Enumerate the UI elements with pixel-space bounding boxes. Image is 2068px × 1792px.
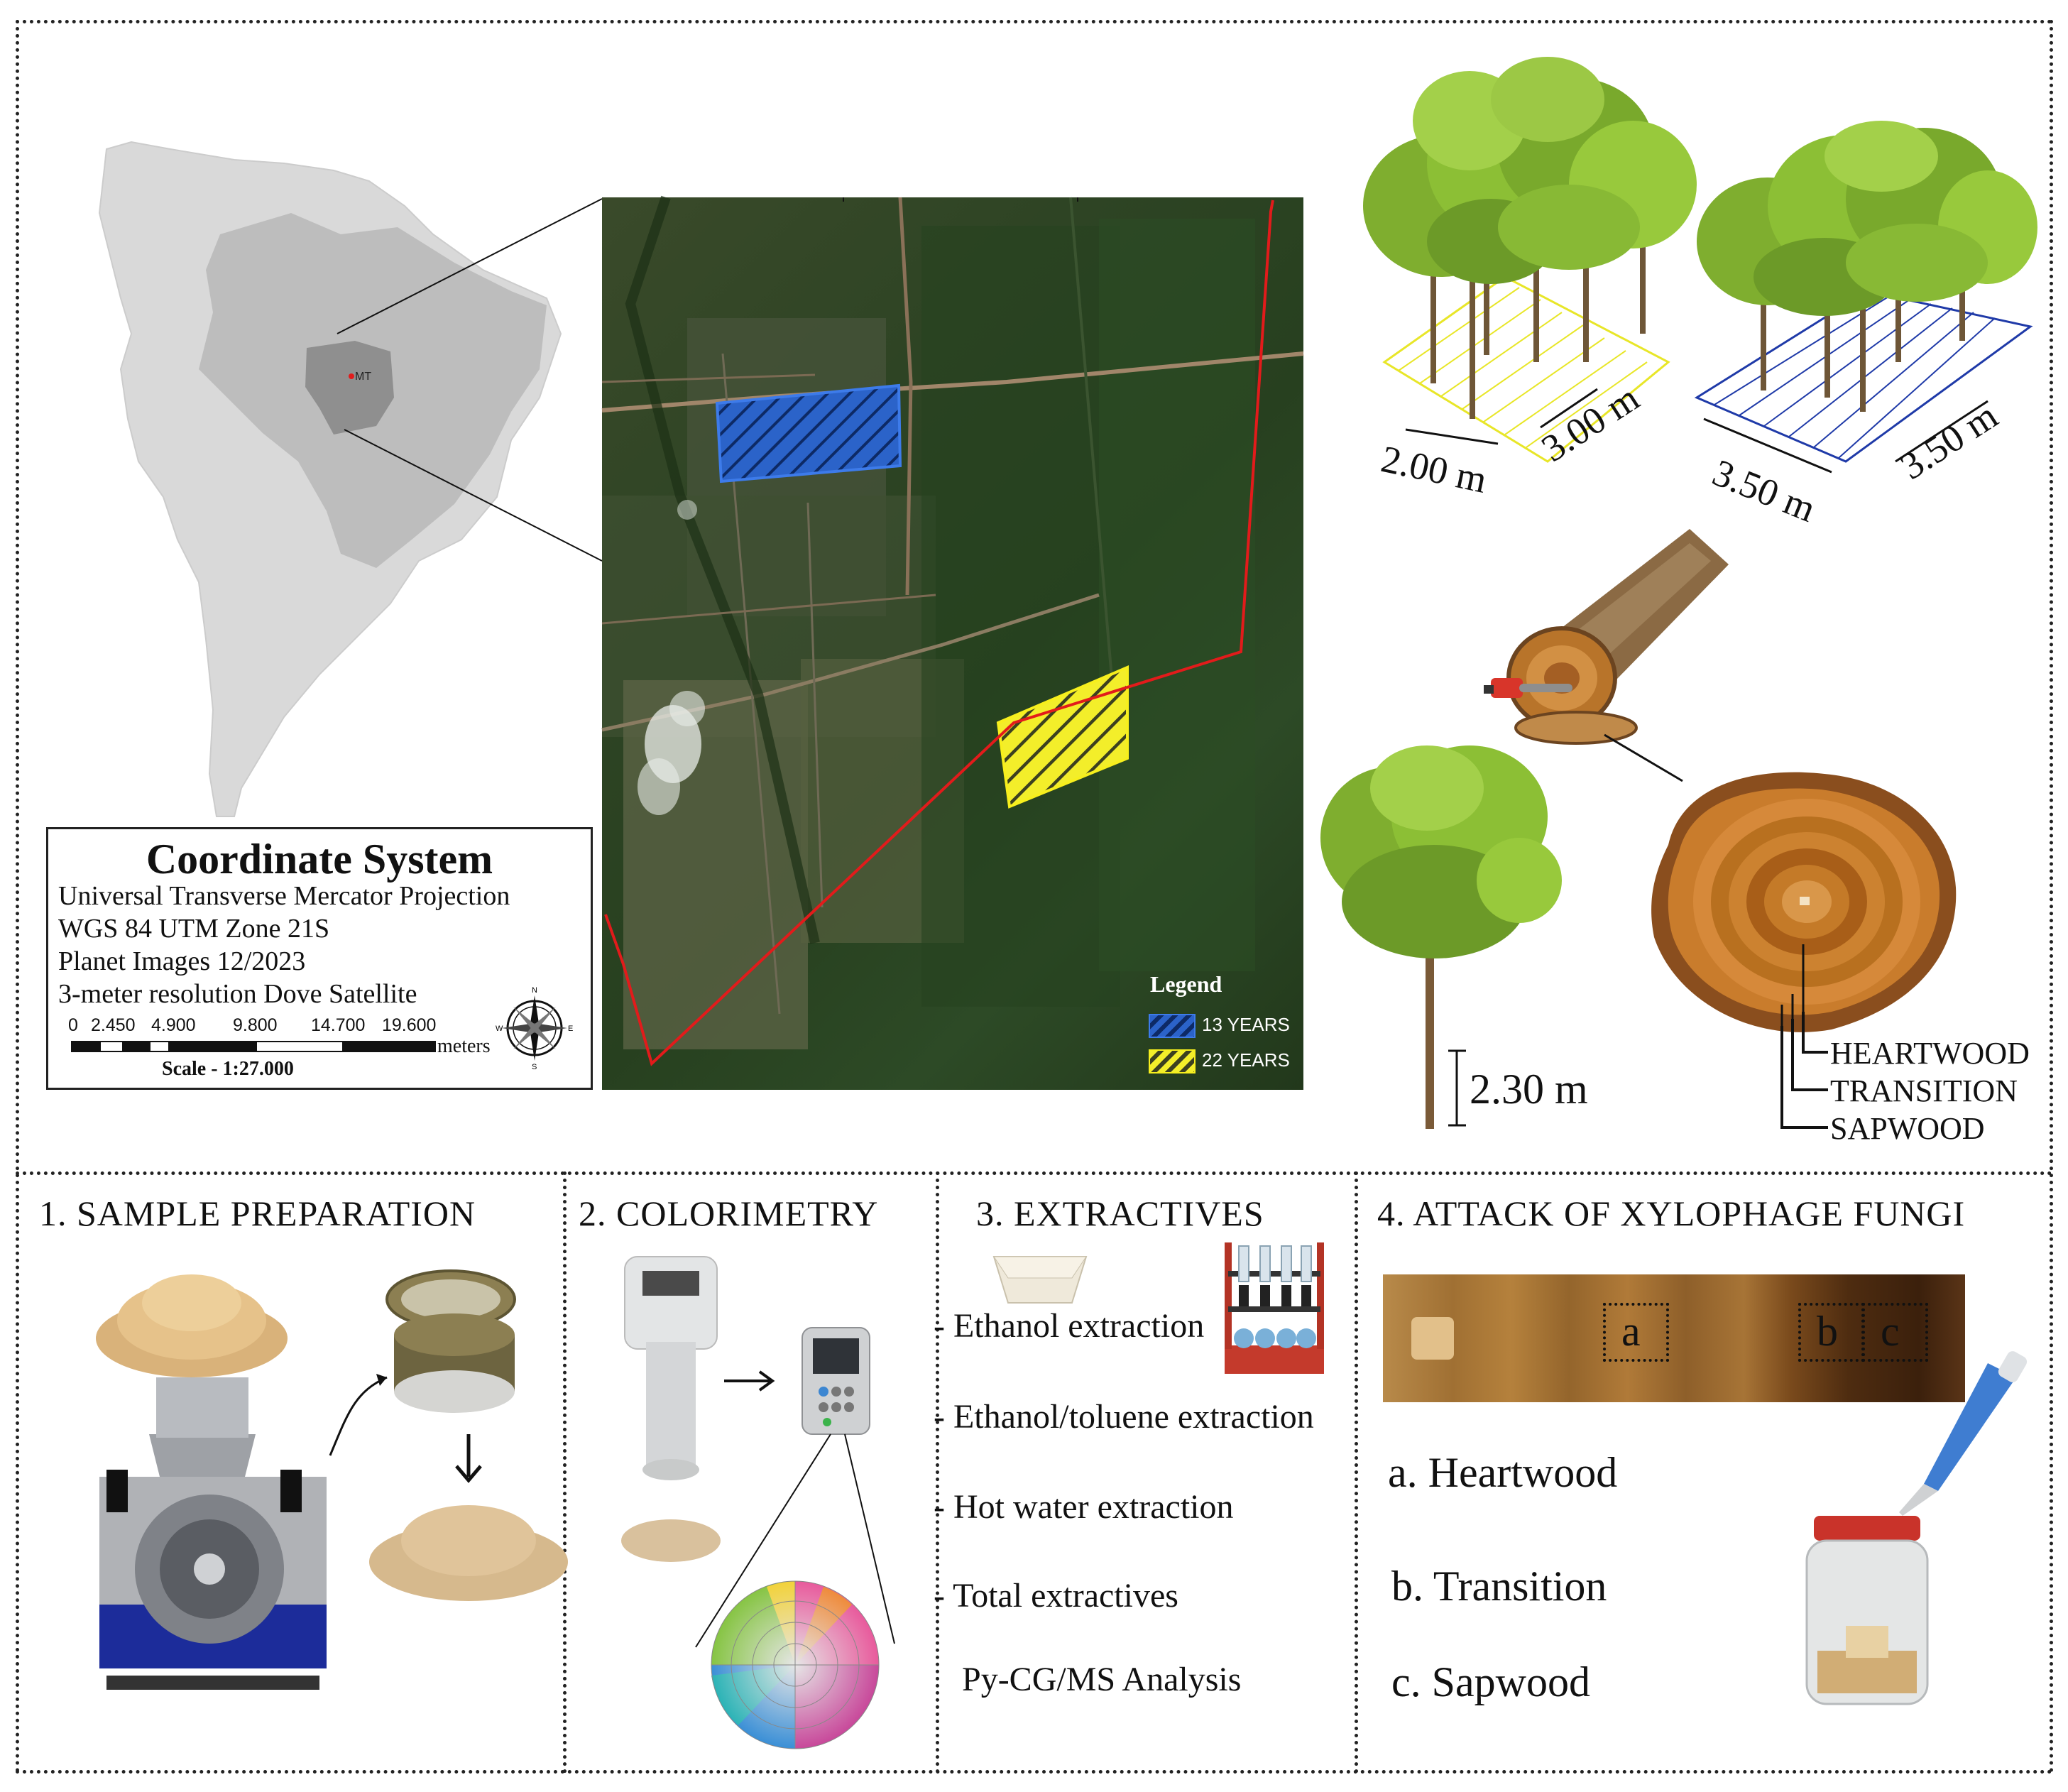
mt-label: MT	[355, 371, 371, 383]
legend-swatch-13	[1149, 1014, 1196, 1038]
section-fungi: 4. ATTACK OF XYLOPHAGE FUNGI	[1377, 1193, 1966, 1233]
svg-text:E: E	[568, 1025, 573, 1033]
fungi-item-transition: b. Transition	[1391, 1563, 1607, 1610]
scale-bar	[71, 1041, 436, 1052]
coord-line-1: Universal Transverse Mercator Projection	[58, 881, 510, 911]
extractive-total: - Total extractives	[934, 1577, 1178, 1615]
coord-line-4: 3-meter resolution Dove Satellite	[58, 979, 417, 1009]
sample-box-c: c	[1862, 1303, 1928, 1362]
divider-1	[563, 1171, 567, 1774]
soxhlet-apparatus-icon	[1225, 1242, 1324, 1374]
canopy-13-years	[1363, 57, 1697, 284]
tree-stand-13-years	[1363, 57, 1697, 463]
svg-text:S: S	[532, 1063, 537, 1071]
colorimeter	[621, 1256, 895, 1749]
sieve-arrow	[329, 1269, 568, 1601]
fungi-item-heartwood: a. Heartwood	[1388, 1449, 1618, 1496]
scale-unit: meters	[437, 1035, 491, 1057]
plot-13-years	[715, 383, 902, 483]
culture-jar-icon	[1805, 1516, 1929, 1705]
scale-tick-3: 9.800	[233, 1015, 278, 1035]
coord-line-2: WGS 84 UTM Zone 21S	[58, 914, 330, 944]
legend-label-13: 13 YEARS	[1202, 1014, 1290, 1035]
scale-tick-2: 4.900	[151, 1015, 196, 1035]
single-tree	[1320, 745, 1562, 1129]
coordinate-title: Coordinate System	[146, 836, 493, 883]
mt-state	[305, 341, 394, 435]
scale-tick-1: 2.450	[91, 1015, 136, 1035]
divider-2	[936, 1171, 939, 1774]
plot-22-years	[996, 665, 1129, 809]
colorimeter-display-icon	[802, 1327, 870, 1435]
pipette-icon	[1899, 1351, 2028, 1516]
wood-zone-leaders	[1780, 1012, 1828, 1129]
zone-transition: TRANSITION	[1830, 1073, 2018, 1108]
south-america-map: MT	[98, 141, 603, 817]
svg-text:W: W	[496, 1025, 503, 1033]
scale-tick-0: 0	[68, 1015, 78, 1035]
cielab-color-wheel	[711, 1580, 880, 1749]
coord-line-3: Planet Images 12/2023	[58, 946, 306, 976]
scale-text: Scale - 1:27.000	[162, 1058, 294, 1080]
tree-stand-22-years	[1694, 121, 2037, 474]
canopy-22-years	[1697, 121, 2037, 316]
wood-powder	[369, 1505, 568, 1601]
coordinate-system-box: Coordinate System Universal Transverse M…	[46, 827, 593, 1090]
extractive-ethanol-toluene: - Ethanol/toluene extraction	[934, 1398, 1314, 1436]
wood-shavings	[96, 1274, 288, 1377]
wood-mill	[99, 1377, 327, 1690]
scale-tick-5: 19.600	[382, 1015, 437, 1035]
svg-text:N: N	[532, 986, 537, 995]
wood-strip: a b c	[1383, 1274, 1965, 1402]
wood-cross-section	[1651, 772, 1957, 1044]
legend-title: Legend	[1150, 971, 1222, 997]
extractive-ethanol: - Ethanol extraction	[934, 1307, 1205, 1345]
legend-swatch-22	[1149, 1049, 1196, 1073]
zone-sapwood: SAPWOOD	[1830, 1111, 1985, 1146]
satellite-image: Legend 13 YEARS 22 YEARS	[601, 195, 1304, 1090]
sample-box-a: a	[1603, 1303, 1669, 1362]
trees-13-years	[1430, 199, 1646, 419]
scale-tick-4: 14.700	[311, 1015, 366, 1035]
py-gc-ms-analysis: Py-CG/MS Analysis	[962, 1661, 1242, 1698]
zone-heartwood: HEARTWOOD	[1830, 1036, 2030, 1071]
section-extractives: 3. EXTRACTIVES	[976, 1193, 1264, 1233]
fungi-item-sapwood: c. Sapwood	[1391, 1659, 1590, 1705]
section-divider	[16, 1171, 2053, 1175]
chainsaw-icon	[1484, 678, 1572, 698]
filter-paper-icon	[992, 1256, 1088, 1304]
section-colorimetry: 2. COLORIMETRY	[579, 1193, 879, 1233]
tree-height-label: 2.30 m	[1470, 1066, 1588, 1113]
legend-label-22: 22 YEARS	[1202, 1049, 1290, 1071]
compass-rose-icon: N S E W	[496, 986, 573, 1071]
extractive-hot-water: - Hot water extraction	[934, 1488, 1234, 1526]
sieve-icon	[385, 1269, 516, 1413]
farm-boundary	[604, 200, 1274, 1066]
outer-frame	[16, 20, 2053, 1774]
sample-box-b: b	[1798, 1303, 1864, 1362]
divider-3	[1355, 1171, 1358, 1774]
section-sample-preparation: 1. SAMPLE PREPARATION	[39, 1193, 476, 1233]
log-with-chainsaw	[1484, 529, 1729, 782]
